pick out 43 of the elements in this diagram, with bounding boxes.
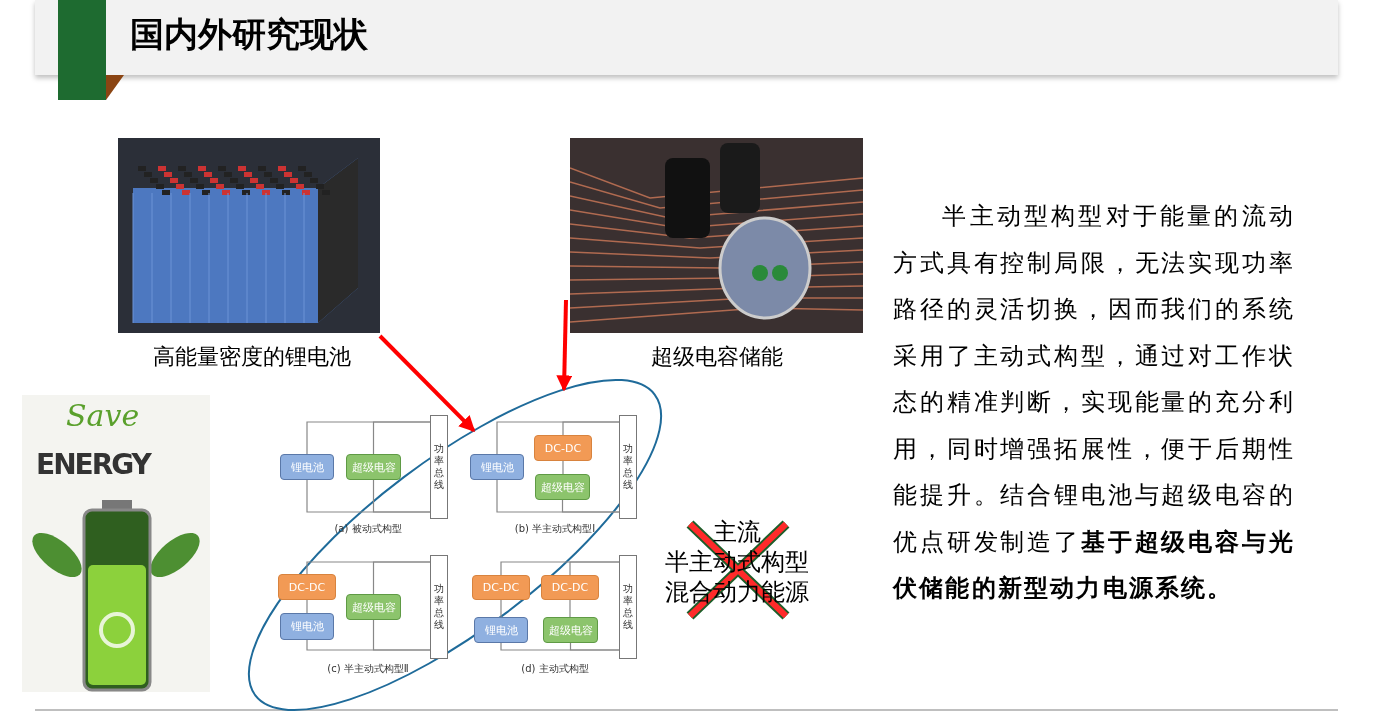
converter-box: DC-DC xyxy=(534,435,592,461)
circuit-wire xyxy=(500,599,502,618)
converter-box: DC-DC xyxy=(541,575,599,600)
power-bus-box: 功率总线 xyxy=(430,415,448,519)
power-bus-box: 功率总线 xyxy=(619,555,637,659)
circuit-wire xyxy=(372,421,431,455)
supercapacitor-box: 超级电容 xyxy=(535,474,590,500)
circuit-wire xyxy=(306,599,308,614)
photo-caption: 超级电容储能 xyxy=(651,343,783,371)
supercapacitor-box: 超级电容 xyxy=(346,454,401,480)
battery-box: 锂电池 xyxy=(474,617,528,643)
circuit-wire xyxy=(569,561,620,576)
battery-box: 锂电池 xyxy=(280,454,334,480)
power-bus-box: 功率总线 xyxy=(430,555,448,659)
slide-title: 国内外研究现状 xyxy=(130,13,368,56)
panel-caption: (b) 半主动式构型Ⅰ xyxy=(514,522,596,536)
battery-pack-photo xyxy=(118,138,380,333)
battery-box: 锂电池 xyxy=(470,454,524,480)
supercapacitor-box: 超级电容 xyxy=(346,594,401,620)
panel-caption: (d) 主动式构型 xyxy=(521,662,589,676)
circuit-wire xyxy=(569,642,620,651)
circuit-wire xyxy=(372,619,431,651)
supercapacitor-box: 超级电容 xyxy=(543,617,598,643)
photo-caption: 高能量密度的锂电池 xyxy=(153,343,351,371)
panel-caption: (c) 半主动式构型Ⅱ xyxy=(327,662,409,676)
power-bus-box: 功率总线 xyxy=(619,415,637,519)
circuit-wire xyxy=(372,479,431,513)
arrow xyxy=(556,299,573,392)
converter-box: DC-DC xyxy=(278,574,336,600)
capacitor-photo xyxy=(570,138,863,333)
crossed-out-text: 半主动式构型 xyxy=(665,547,809,578)
circuit-wire xyxy=(562,460,564,475)
slogan-text: Save xyxy=(66,398,140,433)
arrow xyxy=(378,334,476,432)
slogan-text: ENERGY xyxy=(36,448,150,481)
body-paragraph: 半主动型构型对于能量的流动方式具有控制局限，无法实现功率路径的灵活切换，因而我们的系统采用了主动式构型，通过对工作状态的精准判断，实现能量的充分利用，同时增强拓展性，便于后期性能提升。结合锂电池与超级电容的优点研发制造了基于超级电容与光伏储能的新型动力电源系统。 xyxy=(893,201,1295,604)
crossed-out-text: 主流 xyxy=(713,517,761,548)
circuit-wire xyxy=(569,599,571,618)
circuit-wire xyxy=(372,561,431,595)
converter-box: DC-DC xyxy=(472,575,530,600)
circuit-wire xyxy=(562,421,620,436)
circuit-wire xyxy=(561,499,620,513)
battery-box: 锂电池 xyxy=(280,613,334,640)
